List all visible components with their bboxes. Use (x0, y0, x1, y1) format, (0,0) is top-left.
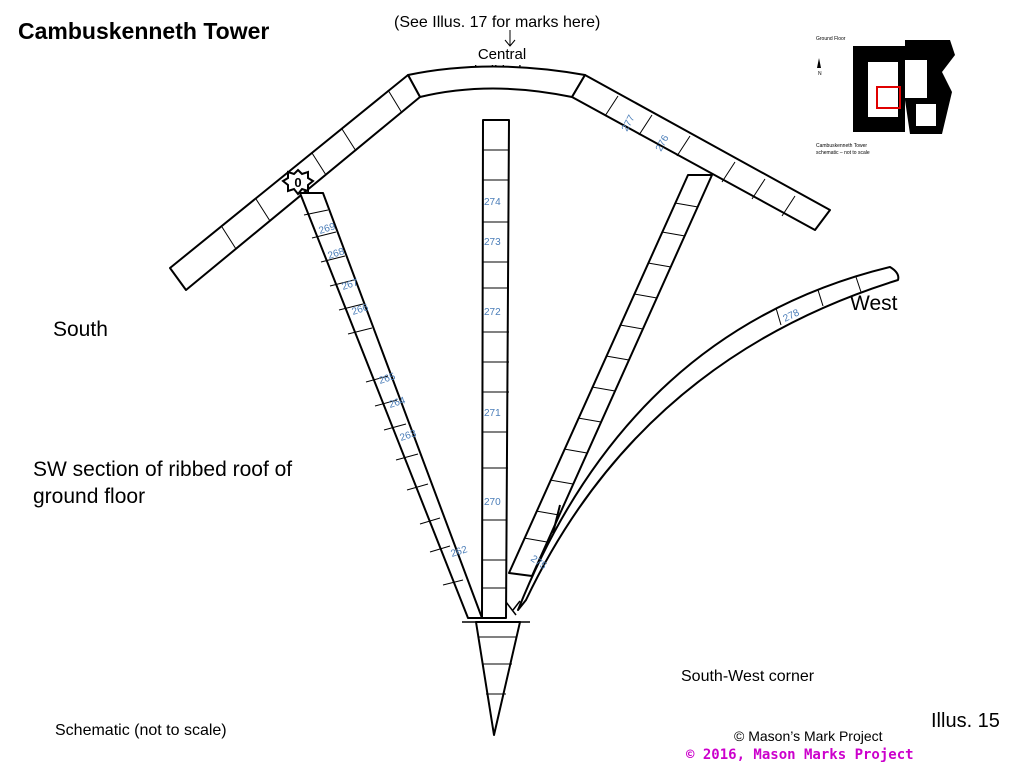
reference-mark-badge: 0 (281, 168, 315, 196)
mark-label: 267 (341, 277, 361, 293)
plan-room (916, 104, 936, 126)
joint-line (311, 231, 337, 239)
mason-mark-labels: 269 268 267 266 265 264 263 262 274 273 … (318, 113, 802, 572)
joint-line (387, 89, 403, 114)
inset-caption: Cambuskenneth Tower (816, 143, 867, 149)
joint-line (347, 327, 373, 335)
mark-label: 265 (378, 371, 398, 387)
mark-label: 268 (327, 246, 347, 262)
mark-label: 264 (388, 395, 408, 411)
page-title: Cambuskenneth Tower (18, 18, 270, 44)
joint-line (429, 545, 451, 553)
joint-line (674, 202, 699, 208)
joint-line (563, 448, 588, 454)
diagram-caption: SW section of ribbed roof of ground floo… (33, 458, 293, 509)
joint-line (775, 307, 782, 326)
joint-line (341, 128, 357, 152)
reference-arrow-head (504, 39, 516, 47)
joint-line (604, 95, 619, 117)
joint-line (395, 453, 419, 461)
mark-label: 272 (484, 307, 501, 318)
joint-line (338, 303, 364, 311)
joint-line (311, 152, 327, 176)
joint-line (221, 226, 237, 250)
joint-line (549, 479, 574, 485)
bell-hole-ring (407, 65, 586, 98)
upper-right-arm (571, 74, 831, 231)
mark-label: 270 (484, 497, 501, 508)
highlight-box (876, 86, 901, 109)
south-west-corner-label: South-West corner (681, 668, 815, 685)
copyright-watermark: © 2016, Mason Marks Project (686, 747, 914, 763)
springer-break (505, 601, 517, 616)
plan-room (905, 60, 927, 98)
joint-line (419, 517, 441, 525)
joint-line (619, 324, 644, 330)
joint-line (817, 289, 824, 307)
mark-label: 269 (318, 221, 338, 237)
star-badge-icon (281, 168, 315, 196)
copyright-notice: © Mason’s Mark Project (734, 728, 883, 744)
west-direction-label: West (850, 292, 898, 315)
joint-line (781, 195, 796, 217)
joint-line (535, 510, 560, 516)
joint-line (303, 209, 329, 216)
joint-line (383, 423, 407, 431)
joint-line (406, 483, 429, 491)
illustration-reference-note: (See Illus. 17 for marks here) (394, 14, 601, 31)
springer-point (475, 621, 521, 736)
mark-label: 271 (484, 408, 501, 419)
west-arch-joint (552, 504, 561, 534)
joint-line (442, 579, 464, 586)
mark-label: 262 (450, 544, 470, 560)
joint-line (255, 198, 271, 222)
central-rib (481, 119, 510, 619)
inset-north-label: N (818, 71, 822, 77)
floor-plan-inset: Ground Floor N Cambuskenneth Tower schem… (816, 36, 955, 156)
joint-line (523, 537, 548, 543)
inset-title: Ground Floor (816, 36, 846, 42)
joint-line (855, 276, 862, 293)
inset-subcaption: schematic – not to scale (816, 150, 870, 156)
badge-number: 0 (294, 175, 301, 190)
joint-line (320, 255, 346, 263)
joint-line (591, 386, 616, 392)
mark-label: 273 (484, 237, 501, 248)
joint-line (633, 293, 658, 299)
joint-line (647, 262, 672, 268)
joint-line (365, 375, 389, 383)
joint-line (721, 161, 736, 183)
joint-line (638, 114, 653, 136)
joint-line (676, 135, 691, 157)
south-direction-label: South (53, 318, 108, 341)
joint-line (605, 355, 630, 361)
mark-label: 266 (351, 302, 371, 318)
joint-line (329, 279, 355, 287)
springer-break (512, 600, 521, 611)
joint-line (751, 178, 766, 200)
joint-line (374, 399, 398, 407)
illustration-number: Illus. 15 (931, 710, 1000, 732)
joint-line (661, 231, 686, 237)
schematic-note: Schematic (not to scale) (55, 722, 227, 739)
west-arch-rib (517, 266, 900, 611)
mark-label: 263 (399, 428, 419, 444)
joint-line (577, 417, 602, 423)
mark-label: 274 (484, 197, 501, 208)
north-arrow-icon (817, 58, 821, 68)
